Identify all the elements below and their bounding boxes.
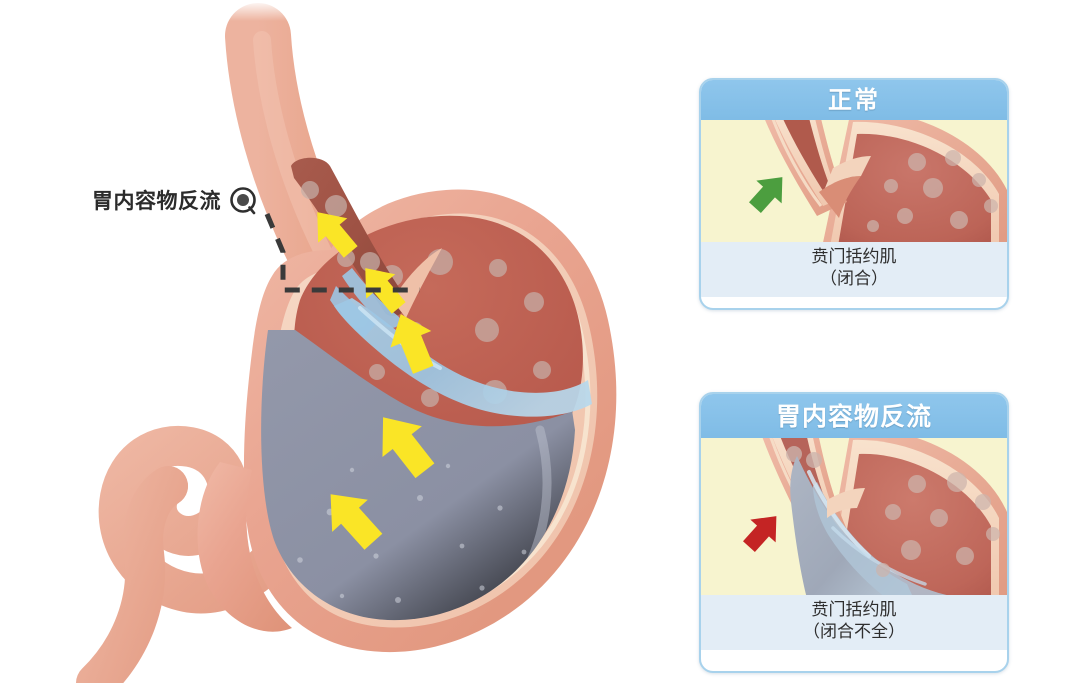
panel-normal-caption: 贲门括约肌 （闭合） (701, 242, 1007, 298)
red-arrow-up-right-icon (743, 516, 777, 552)
reflux-arrow-4 (382, 417, 435, 479)
panel-reflux-caption-line1: 贲门括约肌 (811, 600, 897, 620)
panel-reflux[interactable]: 胃内容物反流 (699, 392, 1009, 673)
panel-reflux-title: 胃内容物反流 (775, 401, 932, 431)
panel-normal[interactable]: 正常 (699, 78, 1009, 310)
panel-normal-figure (701, 120, 1007, 242)
open-sphincter-illustration (701, 438, 1007, 595)
panel-normal-header: 正常 (701, 80, 1007, 120)
panel-reflux-caption-line2: （闭合不全） (803, 622, 905, 643)
closed-sphincter-illustration (701, 120, 1007, 242)
panel-normal-caption-line1: 贲门括约肌 (811, 247, 897, 267)
reflux-arrow-3 (390, 314, 434, 374)
lumen-bubbles (301, 181, 380, 272)
duodenum (76, 425, 320, 683)
green-arrow-up-right-icon (749, 177, 783, 213)
target-dot-icon (230, 187, 256, 215)
panel-reflux-figure (701, 438, 1007, 595)
cardia-junction (392, 248, 442, 318)
stomach-diagram-svg (76, 0, 617, 683)
callout-leader-line (264, 213, 420, 293)
panel-normal-title: 正常 (828, 86, 880, 114)
reflux-arrows (317, 212, 435, 550)
reflux-arrow-2 (365, 268, 406, 314)
panel-normal-caption-line2: （闭合） (820, 269, 888, 290)
callout-label: 胃内容物反流 (92, 188, 221, 213)
panel-reflux-header: 胃内容物反流 (701, 394, 1007, 438)
reflux-arrow-1 (317, 212, 358, 258)
callout: 胃内容物反流 (92, 186, 258, 216)
stomach-diagram (76, 0, 617, 683)
panel-reflux-caption: 贲门括约肌 （闭合不全） (701, 595, 1007, 651)
reflux-arrow-5 (330, 494, 383, 550)
